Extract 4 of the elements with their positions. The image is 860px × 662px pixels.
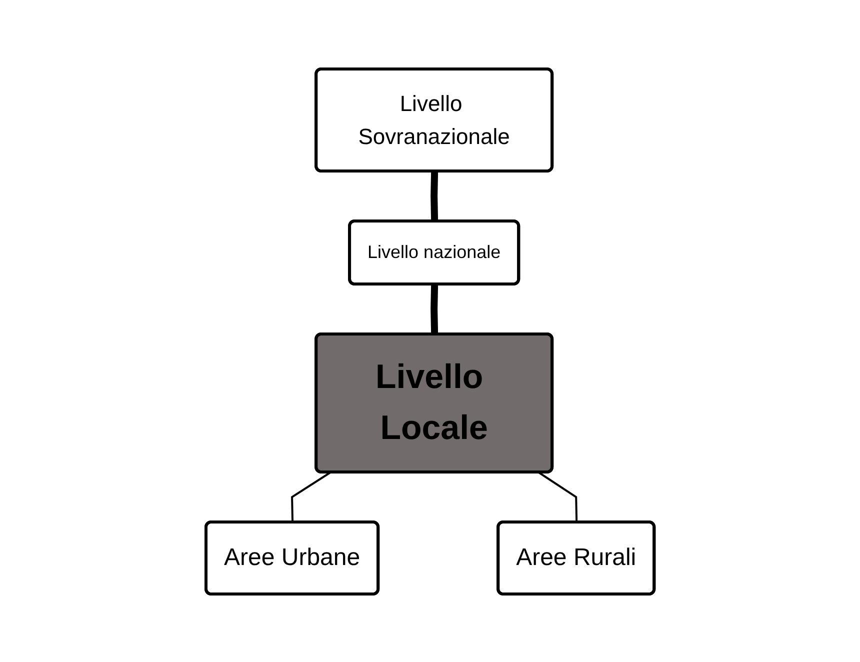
connector — [290, 471, 331, 522]
connector — [538, 471, 578, 522]
connector — [430, 284, 438, 334]
connector — [430, 170, 438, 222]
